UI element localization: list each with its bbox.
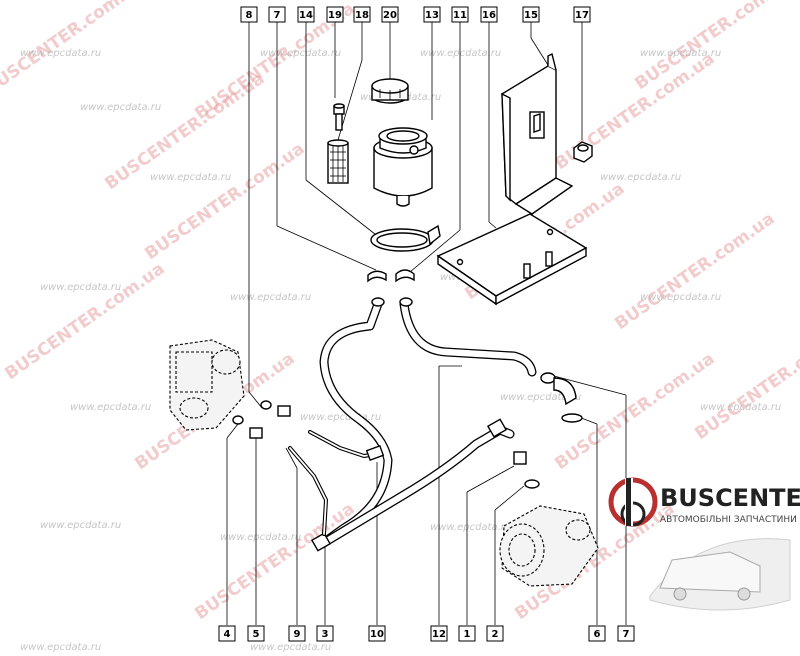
- watermark-site: www.epcdata.ru: [260, 48, 341, 59]
- reservoir-cap: [371, 78, 409, 104]
- supply-hose-12: [399, 297, 537, 377]
- watermark-site: www.epcdata.ru: [500, 392, 581, 403]
- callout-number: 12: [432, 629, 446, 640]
- callout-number: 4: [224, 629, 231, 640]
- watermark-text: BUSCENTER.com.ua: [191, 499, 358, 624]
- callout-callouts_bottom-9: 7: [617, 625, 635, 642]
- callout-number: 13: [425, 10, 439, 21]
- callout-callouts_top-7: 11: [451, 6, 469, 23]
- steering-box-left: [169, 339, 245, 431]
- steering-pump-right: [499, 505, 599, 587]
- callout-number: 1: [464, 629, 471, 640]
- callout-callouts_top-9: 15: [522, 6, 540, 23]
- callout-number: 7: [274, 10, 281, 21]
- callout-number: 11: [453, 10, 467, 21]
- callout-callouts_bottom-3: 3: [316, 625, 334, 642]
- watermark-site: www.epcdata.ru: [640, 292, 721, 303]
- callout-callouts_top-2: 14: [297, 6, 315, 23]
- bracket-plate: [436, 213, 588, 306]
- callout-number: 9: [294, 629, 301, 640]
- watermark-site: www.epcdata.ru: [220, 532, 301, 543]
- mounting-clamp: [370, 224, 441, 252]
- callout-number: 5: [253, 629, 260, 640]
- watermark-site: www.epcdata.ru: [430, 522, 511, 533]
- callout-callouts_bottom-0: 4: [218, 625, 236, 642]
- callout-number: 6: [594, 629, 601, 640]
- banjo-union-right: [513, 372, 583, 489]
- callout-callouts_top-5: 20: [381, 6, 399, 23]
- reservoir-tank: [373, 127, 433, 207]
- callout-number: 10: [370, 629, 384, 640]
- bracket-support: [501, 52, 574, 215]
- watermark-site: www.epcdata.ru: [40, 520, 121, 531]
- callout-callouts_bottom-2: 9: [288, 625, 306, 642]
- leader-lines: [248, 22, 583, 409]
- watermark-site: www.epcdata.ru: [20, 48, 101, 59]
- callout-number: 14: [299, 10, 313, 21]
- callout-callouts_bottom-8: 6: [588, 625, 606, 642]
- watermark-site: www.epcdata.ru: [700, 402, 781, 413]
- watermark-site: www.epcdata.ru: [70, 402, 151, 413]
- brand-logo: BUSCENTER АВТОМОБІЛЬНІ ЗАПЧАСТИНИ: [608, 477, 800, 611]
- callout-callouts_bottom-7: 2: [486, 625, 504, 642]
- callout-callouts_top-3: 19: [326, 6, 344, 23]
- brand-subtitle: АВТОМОБІЛЬНІ ЗАПЧАСТИНИ: [660, 515, 797, 525]
- callout-callouts_bottom-5: 12: [430, 625, 448, 642]
- watermark-site: www.epcdata.ru: [80, 102, 161, 113]
- watermark-site: www.epcdata.ru: [230, 292, 311, 303]
- callout-callouts_bottom-1: 5: [247, 625, 265, 642]
- callout-number: 19: [328, 10, 342, 21]
- watermark-text: BUSCENTER.com.ua: [691, 319, 800, 444]
- unions-washers-left: [232, 400, 291, 439]
- filter-bolt: [333, 103, 345, 131]
- brand-name: BUSCENTER: [660, 484, 800, 512]
- callout-callouts_top-8: 16: [480, 6, 498, 23]
- callout-number: 16: [482, 10, 496, 21]
- callout-number: 18: [355, 10, 369, 21]
- callout-callouts_top-0: 8: [240, 6, 258, 23]
- nut: [573, 141, 593, 163]
- watermark-site: www.epcdata.ru: [20, 642, 101, 653]
- callout-callouts_bottom-4: 10: [368, 625, 386, 642]
- callouts-top: 8 7 14 19 18 20 13 11 16 15 17: [240, 6, 591, 23]
- hose-clips: [367, 269, 415, 283]
- watermark-site: www.epcdata.ru: [640, 48, 721, 59]
- watermark-text: BUSCENTER.com.ua: [551, 349, 718, 474]
- callout-callouts_bottom-6: 1: [458, 625, 476, 642]
- watermark-site: www.epcdata.ru: [420, 48, 501, 59]
- reservoir-filter: [327, 139, 349, 184]
- callout-number: 17: [575, 10, 589, 21]
- callout-number: 2: [492, 629, 499, 640]
- callout-number: 3: [322, 629, 329, 640]
- callout-callouts_top-1: 7: [268, 6, 286, 23]
- callout-callouts_top-6: 13: [423, 6, 441, 23]
- callout-callouts_top-10: 17: [573, 6, 591, 23]
- watermark-text: BUSCENTER.com.ua: [1, 259, 168, 384]
- pressure-hose-3: [310, 418, 515, 552]
- pipe-9: [288, 430, 385, 536]
- callout-callouts_top-4: 18: [353, 6, 371, 23]
- watermark-site: www.epcdata.ru: [250, 642, 331, 653]
- callout-number: 20: [383, 10, 397, 21]
- watermark-site: www.epcdata.ru: [150, 172, 231, 183]
- watermark-site: www.epcdata.ru: [600, 172, 681, 183]
- callout-number: 8: [246, 10, 253, 21]
- callout-number: 7: [623, 629, 630, 640]
- watermark-text: BUSCENTER.com.ua: [141, 139, 308, 264]
- watermark-text: BUSCENTER.com.ua: [611, 209, 778, 334]
- callout-number: 15: [524, 10, 538, 21]
- watermark-site: www.epcdata.ru: [40, 282, 121, 293]
- watermark-site: www.epcdata.ru: [300, 412, 381, 423]
